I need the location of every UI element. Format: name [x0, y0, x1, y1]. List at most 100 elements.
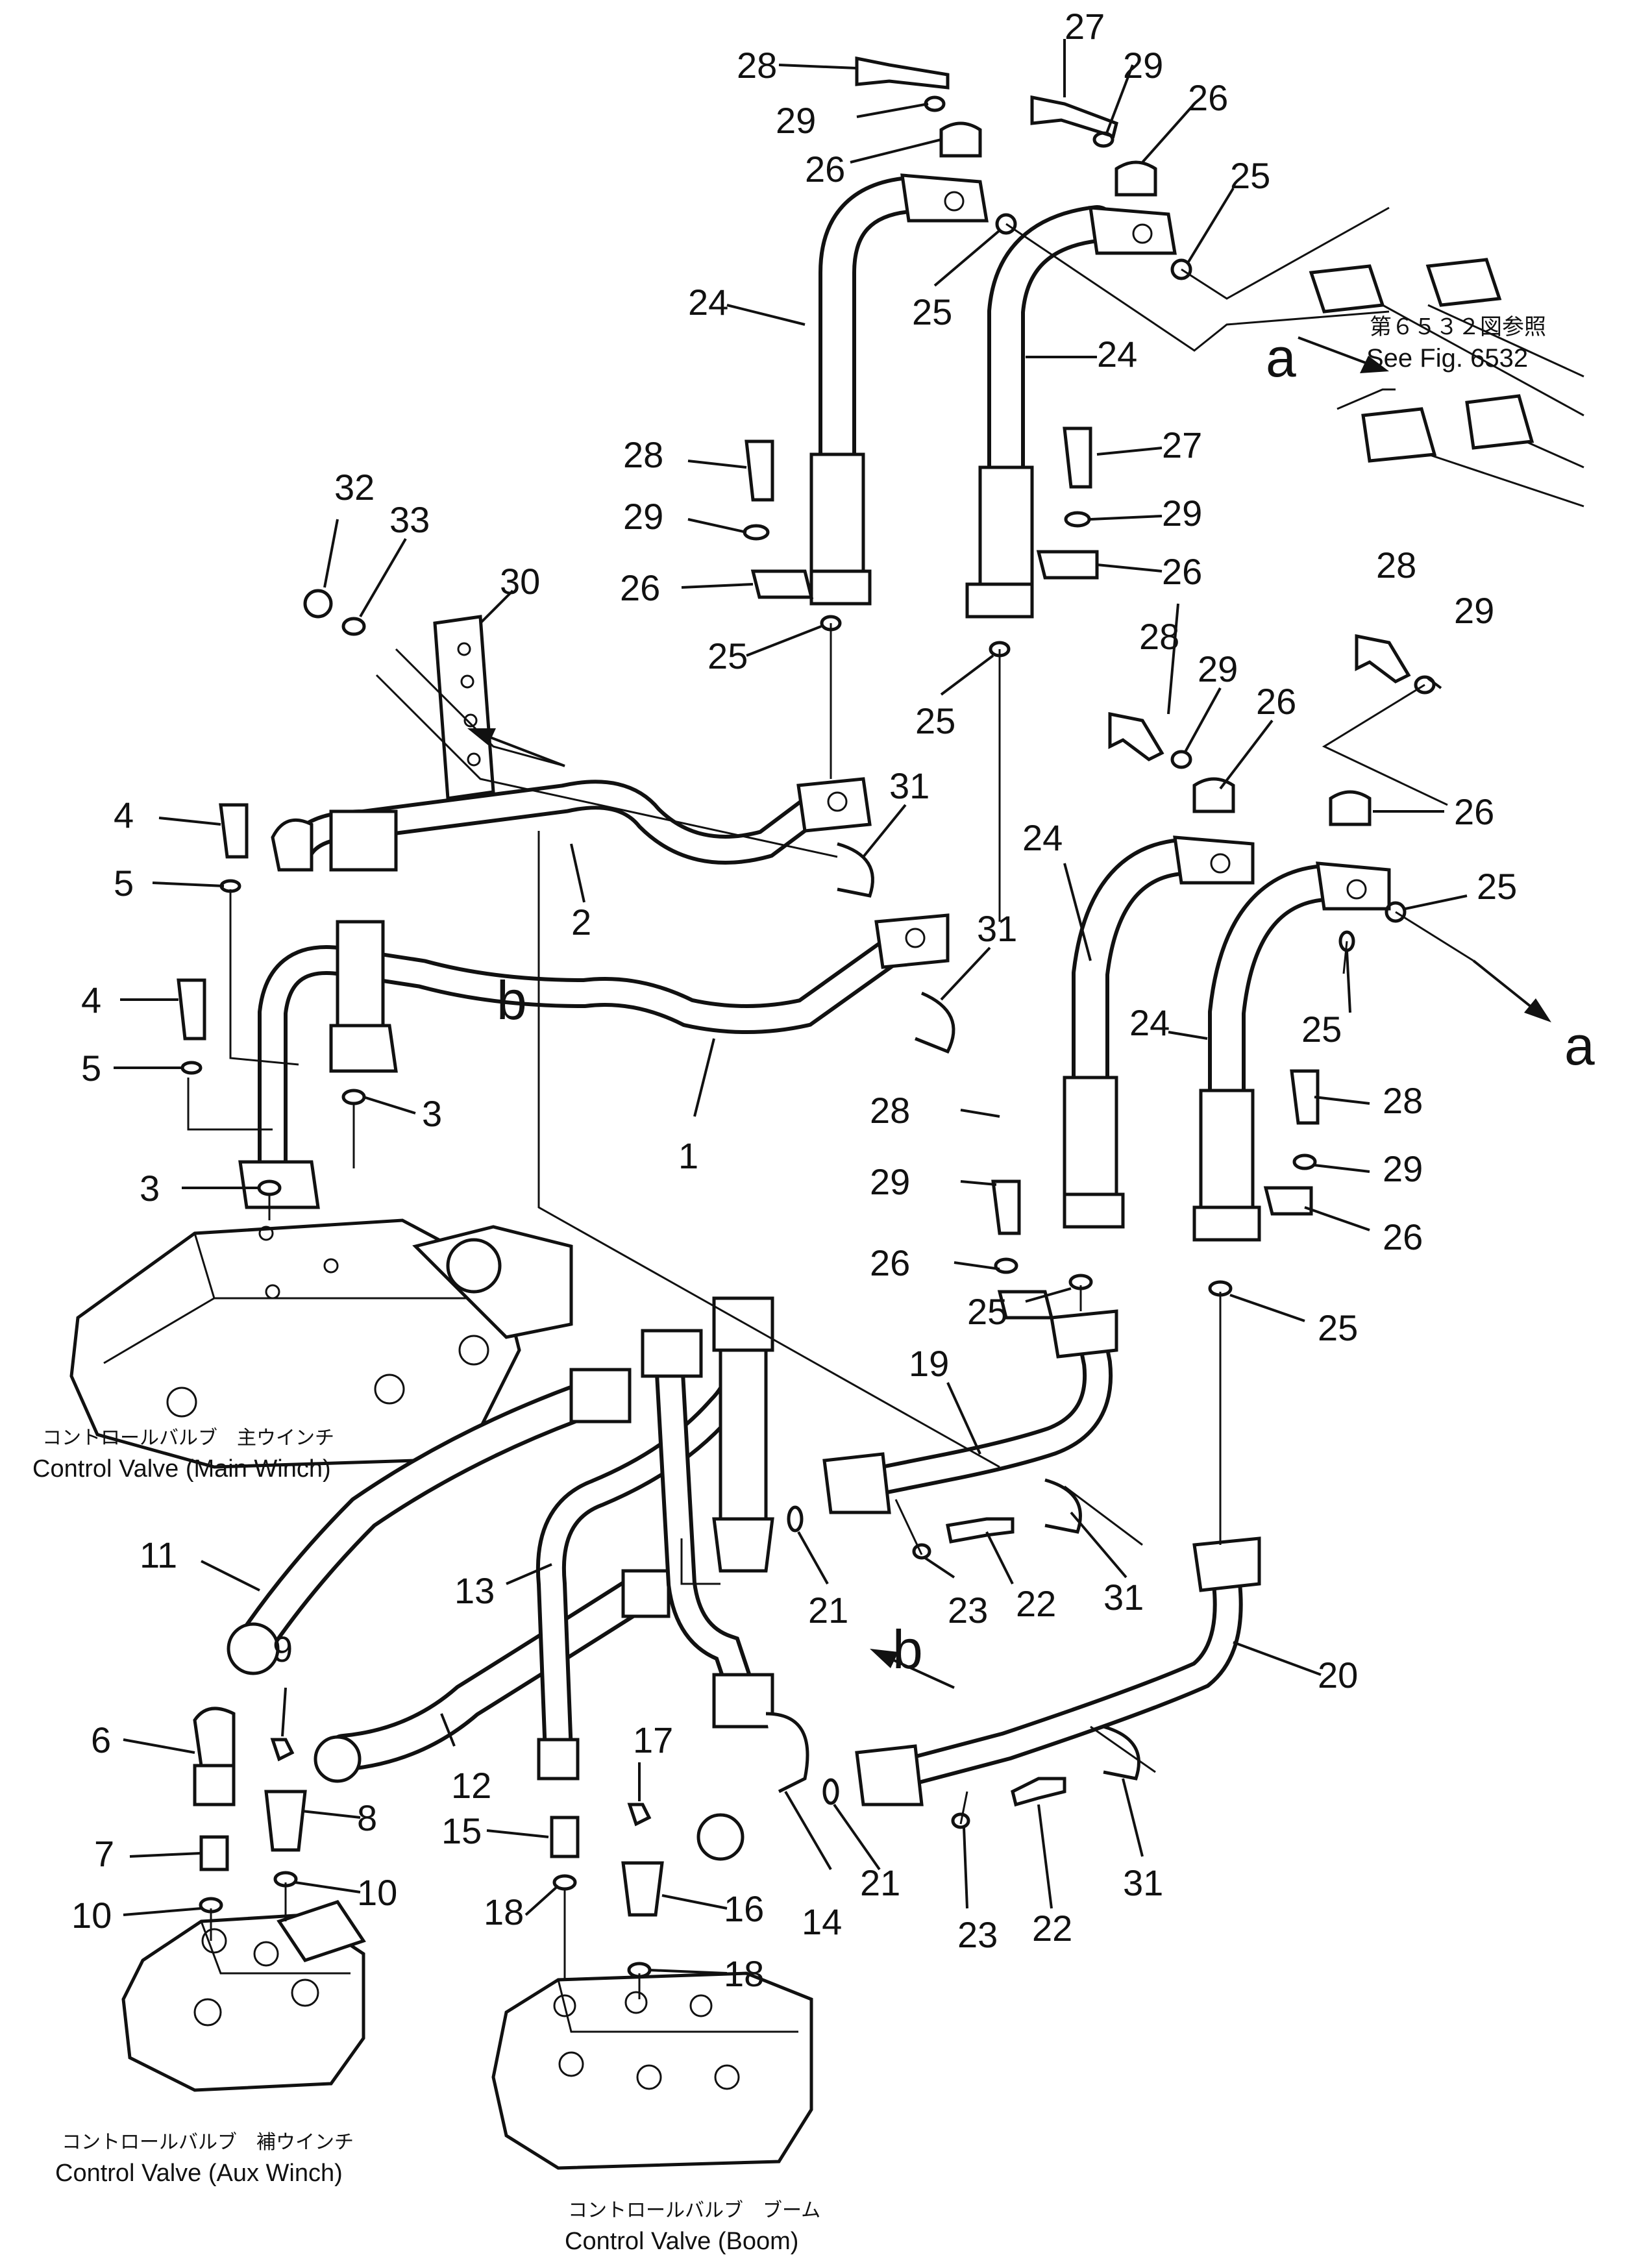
callout: 20	[1318, 1655, 1358, 1695]
callout: 10	[71, 1895, 112, 1936]
caption-aux-winch-jp: コントロールバルブ 補ウインチ	[62, 2131, 354, 2154]
connection-letter-a-right: a	[1564, 1015, 1595, 1076]
callout: 31	[1123, 1862, 1163, 1903]
reference-jp: 第６５３２図参照	[1370, 314, 1546, 340]
hose-11	[227, 1368, 632, 1675]
callout: 26	[1256, 681, 1296, 722]
pipe-13	[536, 1296, 774, 1781]
caption-boom-en: Control Valve (Boom)	[565, 2228, 798, 2255]
callout: 24	[1097, 334, 1137, 375]
callout: 4	[81, 980, 101, 1020]
callout: 8	[357, 1797, 377, 1838]
connection-letter-b-left: b	[497, 970, 527, 1031]
caption-boom-jp: コントロールバルブ ブーム	[568, 2199, 820, 2222]
callout: 25	[1301, 1009, 1342, 1050]
callout: 29	[1198, 648, 1238, 689]
callout: 33	[389, 499, 430, 540]
callout: 11	[140, 1535, 177, 1575]
callout: 28	[1376, 545, 1416, 585]
hose-24-right-left	[1063, 835, 1255, 1229]
callout-leaders	[114, 39, 1551, 1975]
callout: 25	[967, 1291, 1007, 1332]
callout-numbers: 28 29 26 27 29 26 25 25 24 24 28 29 26 2…	[71, 6, 1517, 1994]
callout: 26	[1188, 77, 1228, 118]
callout: 31	[977, 908, 1017, 949]
callout: 26	[870, 1242, 910, 1283]
callout: 29	[1383, 1148, 1423, 1189]
callout: 14	[802, 1901, 842, 1942]
callout: 5	[114, 863, 134, 904]
callout: 29	[1162, 493, 1202, 534]
callout: 29	[870, 1161, 910, 1202]
callout: 26	[1162, 551, 1202, 592]
connection-letter-b-lower: b	[893, 1619, 923, 1680]
callout: 21	[808, 1590, 848, 1631]
plate-30	[433, 615, 495, 800]
callout: 19	[909, 1343, 949, 1384]
callout: 29	[1454, 590, 1494, 631]
reference-clamps	[1309, 258, 1584, 508]
callout: 29	[1123, 45, 1163, 86]
callout: 22	[1032, 1908, 1072, 1949]
callout: 25	[1230, 155, 1270, 196]
callout: 12	[451, 1765, 491, 1806]
callout: 26	[1454, 791, 1494, 832]
callout: 28	[623, 434, 663, 475]
callout: 29	[623, 496, 663, 537]
connection-letter-a-top: a	[1266, 327, 1296, 388]
callout: 24	[1129, 1002, 1170, 1043]
callout: 28	[870, 1090, 910, 1131]
pipe-1	[238, 913, 950, 1209]
callout: 4	[114, 795, 134, 835]
callout: 30	[500, 561, 540, 602]
reference-en: See Fig. 6532	[1366, 344, 1528, 373]
callout: 23	[957, 1914, 998, 1955]
callout: 31	[889, 765, 930, 806]
callout: 23	[948, 1590, 988, 1631]
callout: 3	[422, 1093, 442, 1134]
callout: 16	[724, 1888, 764, 1929]
callout: 22	[1016, 1583, 1056, 1624]
caption-main-winch-jp: コントロールバルブ 主ウインチ	[42, 1427, 334, 1449]
connection-lines	[187, 206, 1474, 1999]
callout: 5	[81, 1048, 101, 1089]
callout: 25	[708, 635, 748, 676]
hose-12	[314, 1569, 671, 1783]
callout: 17	[633, 1719, 673, 1760]
callout: 25	[912, 291, 952, 332]
pipe-2	[271, 777, 872, 872]
pipe-14	[641, 1329, 809, 1861]
callout: 26	[620, 567, 660, 608]
callout: 18	[484, 1892, 524, 1932]
callout: 24	[1022, 817, 1063, 858]
caption-aux-winch-en: Control Valve (Aux Winch)	[55, 2160, 343, 2187]
callout: 26	[1383, 1216, 1423, 1257]
hose-24-upper-right	[965, 205, 1177, 619]
fittings	[177, 56, 1436, 1978]
hose-24-right-right	[1192, 861, 1391, 1242]
callout: 28	[1383, 1080, 1423, 1121]
callout: 27	[1162, 425, 1202, 465]
callout: 28	[737, 45, 777, 86]
callout: 18	[724, 1953, 764, 1994]
callout: 21	[860, 1862, 900, 1903]
callout: 2	[571, 902, 591, 943]
callout: 9	[273, 1629, 293, 1670]
control-valve-aux-winch	[121, 1900, 366, 2092]
callout: 27	[1065, 6, 1105, 47]
callout: 6	[91, 1719, 111, 1760]
callout: 1	[678, 1135, 698, 1176]
callout: 25	[915, 700, 955, 741]
callout: 10	[357, 1872, 397, 1913]
callout: 29	[776, 100, 816, 141]
callout: 25	[1477, 866, 1517, 907]
callout: 26	[805, 149, 845, 190]
control-valve-boom	[491, 1971, 813, 2170]
pipe-19	[822, 1309, 1118, 1514]
callout: 3	[140, 1168, 160, 1209]
callout: 28	[1139, 616, 1179, 657]
callout: 15	[441, 1810, 482, 1851]
control-valve-main-winch	[69, 1218, 573, 1469]
callout: 31	[1103, 1577, 1144, 1618]
